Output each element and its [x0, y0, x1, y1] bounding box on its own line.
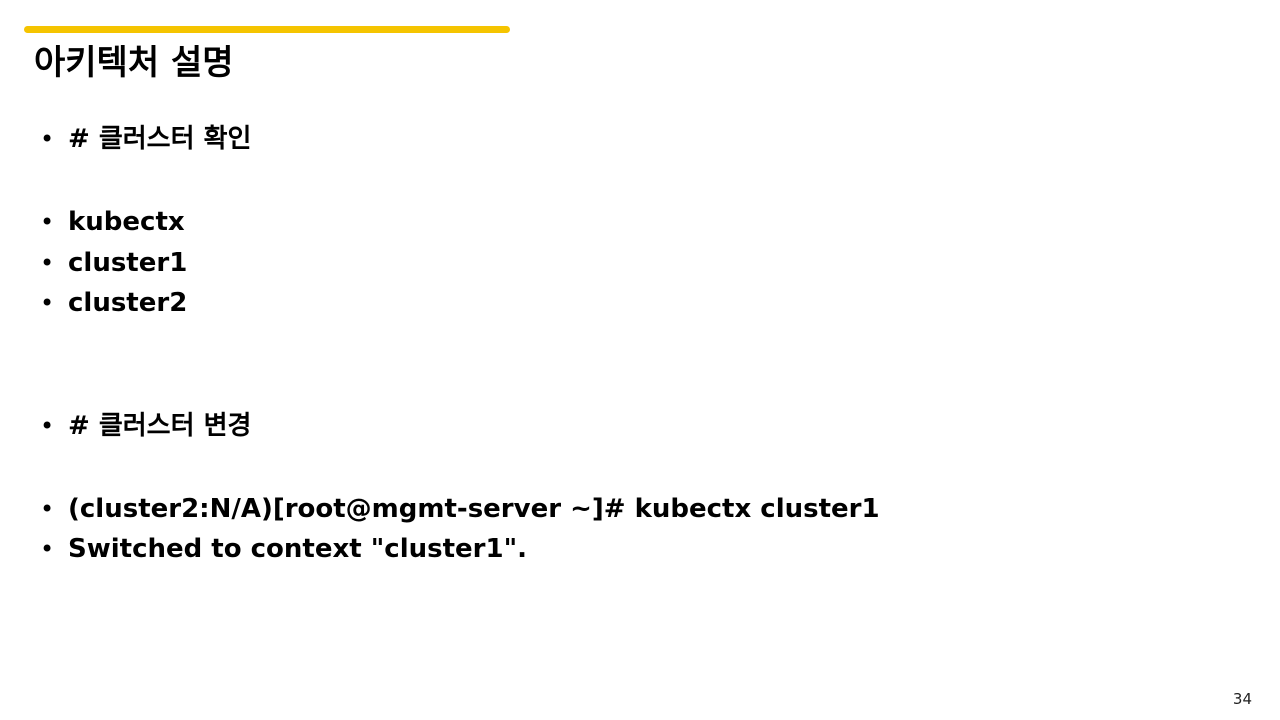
page-number: 34 [1232, 690, 1252, 708]
bullet-text: cluster2 [68, 288, 188, 318]
bullet-item-change-cluster: • # 클러스터 변경 [40, 408, 251, 444]
bullet-text: # 클러스터 확인 [68, 124, 252, 154]
bullet-item-kubectx: • kubectx [40, 204, 185, 240]
bullet-item-output: • Switched to context "cluster1". [40, 531, 527, 567]
bullet-item-command: • (cluster2:N/A)[root@mgmt-server ~]# kub… [40, 491, 880, 527]
bullet-dot-icon: • [40, 125, 55, 153]
bullet-dot-icon: • [40, 289, 55, 317]
bullet-text: kubectx [68, 207, 185, 237]
bullet-item-check-cluster: • # 클러스터 확인 [40, 121, 251, 157]
bullet-text: cluster1 [68, 248, 188, 278]
bullet-text: Switched to context "cluster1". [68, 534, 527, 564]
bullet-dot-icon: • [40, 208, 55, 236]
bullet-dot-icon: • [40, 535, 55, 563]
title-accent-bar [24, 26, 510, 33]
slide-title: 아키텍처 설명 [34, 43, 234, 83]
bullet-item-cluster2: • cluster2 [40, 285, 187, 321]
bullet-dot-icon: • [40, 495, 55, 523]
bullet-text: # 클러스터 변경 [68, 411, 252, 441]
bullet-item-cluster1: • cluster1 [40, 245, 187, 281]
bullet-dot-icon: • [40, 412, 55, 440]
bullet-text: (cluster2:N/A)[root@mgmt-server ~]# kube… [68, 494, 880, 524]
bullet-dot-icon: • [40, 249, 55, 277]
